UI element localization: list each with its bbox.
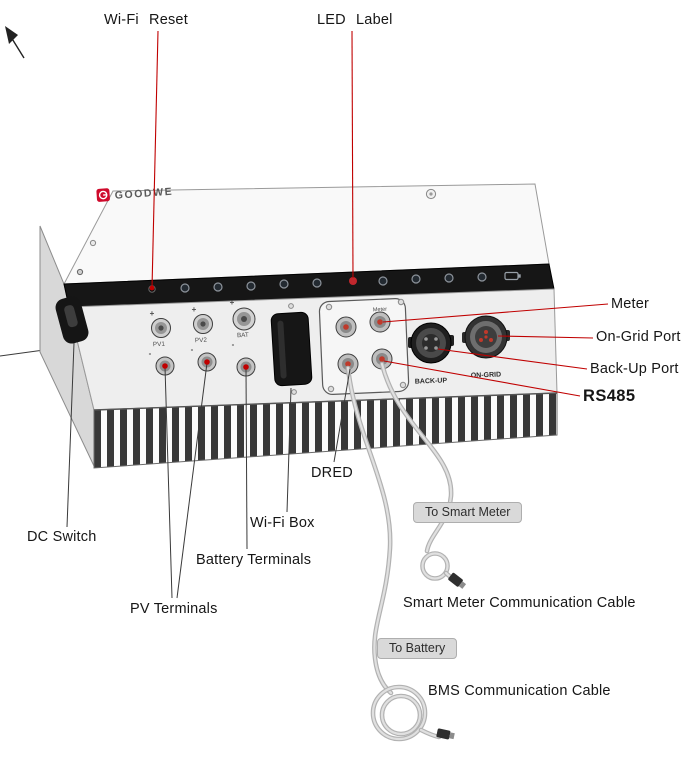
callout-line-meter — [382, 303, 609, 323]
dc-switch-label: DC Switch — [27, 529, 97, 545]
pv2-minus-mark: - — [191, 345, 194, 354]
goodwe-logo: GOODWE — [96, 186, 174, 202]
callout-dot — [162, 363, 168, 369]
comm-panel — [318, 297, 410, 396]
led-label-label: LED Label — [317, 12, 393, 28]
top-screw — [89, 239, 97, 247]
battery-terminals-label: Battery Terminals — [196, 552, 312, 568]
dc-switch-knob — [55, 296, 89, 344]
bms-plug — [436, 728, 455, 740]
left-leader-line — [0, 349, 45, 357]
bms-cable — [345, 365, 455, 742]
callout-line-back-up — [437, 348, 588, 370]
bat-port-label: BAT — [237, 332, 249, 340]
bat-minus-mark: - — [232, 340, 235, 349]
screw — [397, 298, 405, 306]
bms-cable-label: BMS Communication Cable — [428, 683, 611, 699]
callout-line-pv-terminals-2 — [176, 362, 208, 599]
to-smart-meter-tag: To Smart Meter — [413, 502, 523, 523]
pv2-plus-mark: + — [192, 305, 197, 314]
on-grid-port-label: On-Grid Port — [596, 329, 681, 345]
pv2-terminal-positive — [193, 314, 213, 334]
callout-line-wifi-reset — [151, 30, 159, 289]
rs485-port — [371, 348, 393, 370]
callout-dot — [149, 285, 155, 291]
pv-terminals-label: PV Terminals — [130, 601, 218, 617]
pv1-minus-mark: - — [149, 349, 152, 358]
wifi-reset-label: Wi-Fi Reset — [104, 12, 188, 28]
wifi-box-label: Wi-Fi Box — [250, 515, 315, 531]
inverter-body — [39, 183, 558, 469]
led-indicator-icons — [148, 271, 521, 293]
callout-line-battery-terminals — [245, 367, 248, 550]
antenna-mount — [425, 188, 437, 200]
screw — [399, 381, 407, 389]
wifi-box — [270, 311, 313, 387]
pv1-plus-mark: + — [150, 309, 155, 318]
brand-text: GOODWE — [114, 186, 173, 202]
to-battery-tag: To Battery — [377, 638, 458, 659]
left-face-hole — [76, 268, 84, 276]
meter-port-label: Meter — [373, 307, 388, 314]
pv1-terminal-positive — [151, 318, 171, 338]
screw — [325, 303, 333, 311]
callout-line-pv-terminals-1 — [164, 366, 173, 599]
backup-connector — [408, 322, 454, 364]
smart-meter-cable — [379, 361, 467, 589]
battery-terminal-positive — [232, 307, 256, 331]
callout-line-rs485 — [383, 360, 581, 397]
screw — [291, 389, 297, 395]
battery-led-icon — [504, 271, 521, 281]
dred-label: DRED — [311, 465, 353, 481]
rs485-label: RS485 — [583, 387, 636, 405]
ongrid-port-label: ON-GRID — [471, 371, 502, 379]
callout-line-led-label — [351, 30, 354, 279]
backup-port-label: BACK-UP — [415, 377, 448, 385]
meter-label: Meter — [611, 296, 650, 312]
screw — [288, 303, 294, 309]
smart-meter-plug — [448, 572, 467, 589]
back-up-port-label: Back-Up Port — [590, 361, 679, 377]
alarm-led-icon — [349, 277, 357, 285]
callout-line-dred — [333, 368, 351, 463]
bat-plus-mark: + — [230, 298, 235, 307]
smart-meter-cable-label: Smart Meter Communication Cable — [403, 595, 636, 611]
crop-arrow-icon — [5, 26, 25, 59]
callout-line-on-grid — [497, 335, 594, 339]
callout-dot — [204, 359, 210, 365]
meter-port — [369, 311, 391, 333]
callout-dot — [243, 364, 249, 370]
pv1-port-label: PV1 — [153, 341, 166, 349]
screw — [327, 385, 335, 393]
ongrid-connector — [462, 315, 510, 359]
callout-line-wifi-box — [286, 387, 292, 513]
front-bottom-edge — [93, 392, 558, 411]
dred-port — [337, 353, 359, 375]
callout-line-dc-switch — [66, 342, 75, 528]
pv2-port-label: PV2 — [195, 337, 208, 345]
bms-port — [335, 316, 357, 338]
